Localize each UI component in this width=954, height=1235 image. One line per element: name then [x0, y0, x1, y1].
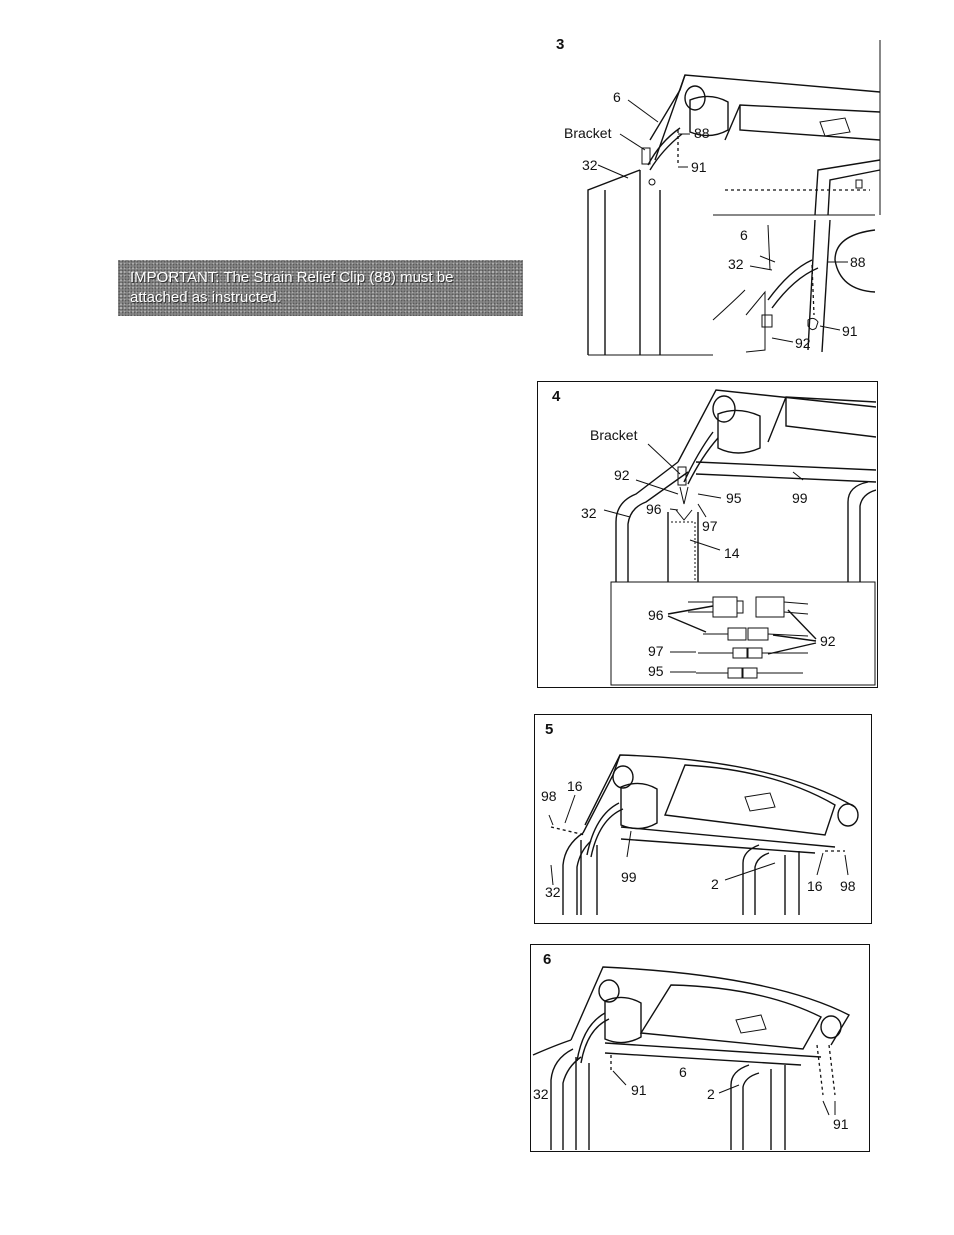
step-number: 6	[543, 951, 551, 968]
callout-99: 99	[792, 490, 808, 506]
callout-32: 32	[582, 157, 598, 173]
callout-96: 96	[646, 501, 662, 517]
callout-32: 32	[533, 1086, 549, 1102]
callout-2: 2	[711, 876, 719, 892]
callout-91b: 91	[833, 1116, 849, 1132]
step-5-illustration: 98 16 32 99 2 16 98	[535, 715, 870, 922]
step-number: 5	[545, 721, 553, 738]
step-3-illustration: 6 Bracket 88 32 91 6 32 88 91 92	[550, 30, 890, 366]
callout-95: 95	[726, 490, 742, 506]
inset-callout-92: 92	[820, 633, 836, 649]
callout-2: 2	[707, 1086, 715, 1102]
inset-callout-32: 32	[728, 256, 744, 272]
figure-step-5: 5 98 16 32 99 2 16 98	[534, 714, 872, 924]
inset-callout-96: 96	[648, 607, 664, 623]
callout-98: 98	[541, 788, 557, 804]
callout-6: 6	[679, 1064, 687, 1080]
callout-32: 32	[581, 505, 597, 521]
inset-callout-6: 6	[740, 227, 748, 243]
inset-callout-97: 97	[648, 643, 664, 659]
inset-callout-91: 91	[842, 323, 858, 339]
figure-step-4: 4 Bracket 92 95 99 96 97 32 14	[537, 381, 878, 688]
inset-callout-92: 92	[795, 335, 811, 351]
callout-16: 16	[567, 778, 583, 794]
step-6-illustration: 32 91 6 2 91	[531, 945, 868, 1150]
callout-91: 91	[691, 159, 707, 175]
callout-6: 6	[613, 89, 621, 105]
callout-91: 91	[631, 1082, 647, 1098]
callout-bracket: Bracket	[590, 427, 638, 443]
step-number: 3	[556, 36, 564, 53]
callout-16b: 16	[807, 878, 823, 894]
figure-step-3: 3 6 Bracket 88 32 91	[550, 30, 890, 366]
callout-98b: 98	[840, 878, 856, 894]
callout-92: 92	[614, 467, 630, 483]
figure-step-6: 6 32 91 6 2 91	[530, 944, 870, 1152]
callout-14: 14	[724, 545, 740, 561]
notice-line-1: IMPORTANT: The Strain Relief Clip (88) m…	[130, 268, 523, 288]
important-notice: IMPORTANT: The Strain Relief Clip (88) m…	[118, 260, 523, 316]
inset-callout-95: 95	[648, 663, 664, 679]
inset-callout-88: 88	[850, 254, 866, 270]
callout-99: 99	[621, 869, 637, 885]
callout-32: 32	[545, 884, 561, 900]
callout-97: 97	[702, 518, 718, 534]
step-number: 4	[552, 388, 560, 405]
step-4-illustration: Bracket 92 95 99 96 97 32 14	[538, 382, 876, 686]
callout-bracket: Bracket	[564, 125, 612, 141]
notice-line-2: attached as instructed.	[130, 288, 523, 308]
callout-88: 88	[694, 125, 710, 141]
